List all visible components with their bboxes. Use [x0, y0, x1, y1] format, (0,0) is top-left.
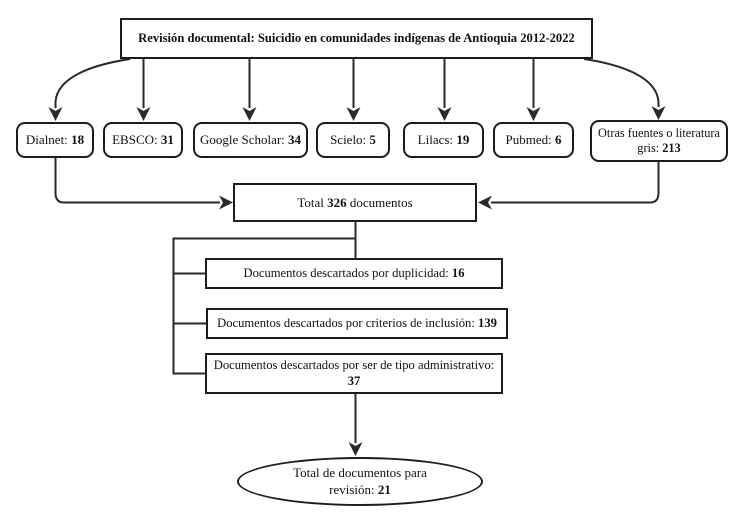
arrow-title-to-dialnet [48, 58, 131, 121]
source-value: 5 [369, 132, 376, 148]
total-node: Total 326 documentos [233, 183, 477, 222]
source-value: 213 [662, 141, 681, 155]
source-value: 19 [456, 132, 470, 148]
discarded-label: Documentos descartados por ser de tipo a… [213, 358, 495, 373]
total-value: 326 [327, 194, 347, 210]
final-value: 21 [377, 481, 391, 497]
source-node-dialnet: Dialnet: 18 [16, 122, 94, 158]
source-value: 34 [288, 132, 302, 148]
source-label: EBSCO: [112, 132, 158, 148]
source-value: 31 [160, 132, 174, 148]
discarded-node-duplicidad: Documentos descartados por duplicidad: 1… [205, 258, 503, 289]
total-prefix: Total [297, 194, 324, 210]
arrow-title-to-ebsco [136, 59, 151, 121]
arrow-otras-fuentes-to-total [478, 162, 660, 210]
source-value: 18 [71, 132, 85, 148]
arrow-title-to-otras-fuentes [583, 58, 666, 120]
discarded-value: 139 [478, 315, 497, 330]
discarded-label: Documentos descartados por criterios de … [217, 315, 475, 330]
discarded-value: 16 [451, 265, 465, 280]
final-label: Total de documentos para revisión: [293, 465, 427, 497]
source-label: Scielo: [330, 132, 367, 148]
source-node-scielo: Scielo: 5 [316, 122, 390, 158]
discarded-node-criterios: Documentos descartados por criterios de … [206, 308, 508, 339]
source-node-lilacs: Lilacs: 19 [403, 122, 484, 158]
discarded-value: 37 [347, 373, 361, 388]
source-value: 6 [554, 132, 562, 148]
final-ellipse-node: Total de documentos para revisión: 21 [237, 457, 483, 506]
source-label: Lilacs: [417, 132, 454, 148]
source-label: Otras fuentes o literatura gris: [598, 125, 720, 155]
source-label: Dialnet: [25, 132, 68, 148]
arrow-dialnet-to-total [54, 158, 233, 210]
total-suffix: documentos [349, 194, 413, 210]
discarded-node-administrativo: Documentos descartados por ser de tipo a… [205, 353, 503, 394]
arrow-title-to-google-scholar [242, 59, 257, 121]
source-node-google-scholar: Google Scholar: 34 [193, 122, 308, 158]
arrow-title-to-lilacs [437, 59, 452, 121]
source-label: Pubmed: [505, 132, 552, 148]
source-node-otras-fuentes: Otras fuentes o literatura gris: 213 [590, 120, 728, 162]
discarded-label: Documentos descartados por duplicidad: [243, 265, 449, 280]
source-node-ebsco: EBSCO: 31 [103, 122, 183, 158]
title-node: Revisión documental: Suicidio en comunid… [120, 18, 593, 59]
arrow-discarded-to-final [348, 394, 363, 456]
arrow-title-to-pubmed [526, 59, 541, 121]
source-node-pubmed: Pubmed: 6 [493, 122, 574, 158]
arrow-title-to-scielo [346, 59, 361, 121]
title-text: Revisión documental: Suicidio en comunid… [138, 30, 575, 45]
source-label: Google Scholar: [199, 132, 285, 148]
